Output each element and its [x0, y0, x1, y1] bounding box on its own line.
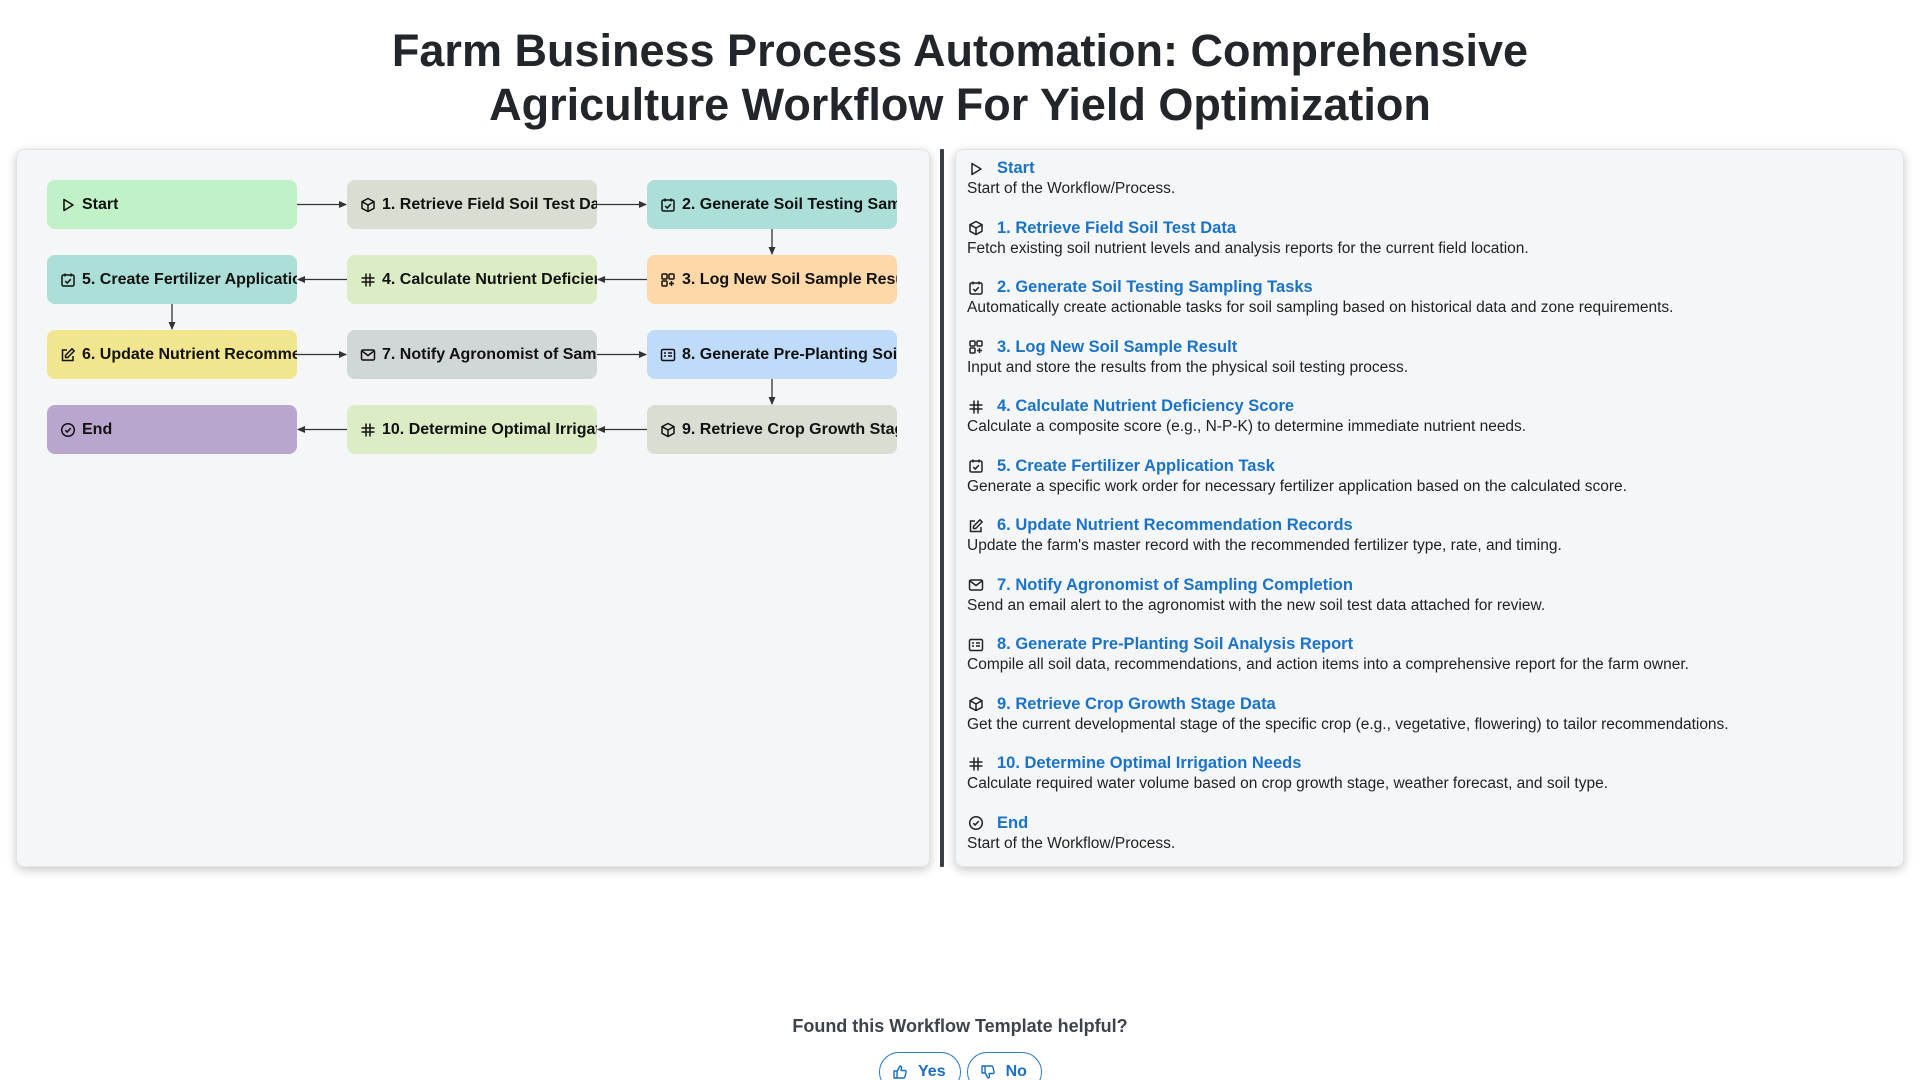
detail-item-7: 7. Notify Agronomist of Sampling Complet…	[967, 575, 1887, 635]
detail-item-end: End Start of the Workflow/Process.	[967, 813, 1887, 873]
detail-item-3: 3. Log New Soil Sample Result Input and …	[967, 337, 1887, 397]
report-icon	[659, 346, 677, 364]
hash-icon	[967, 398, 985, 416]
flow-node-3[interactable]: 3. Log New Soil Sample Result	[647, 255, 897, 304]
detail-item-9: 9. Retrieve Crop Growth Stage Data Get t…	[967, 694, 1887, 754]
detail-title-link[interactable]: 4. Calculate Nutrient Deficiency Score	[997, 397, 1295, 415]
detail-description: Get the current developmental stage of t…	[967, 715, 1729, 733]
detail-description: Fetch existing soil nutrient levels and …	[967, 239, 1529, 257]
detail-description: Compile all soil data, recommendations, …	[967, 656, 1689, 673]
flow-node-label: 9. Retrieve Crop Growth Stage Data	[682, 420, 897, 438]
cube-icon	[659, 421, 677, 439]
flow-node-label: 1. Retrieve Field Soil Test Data	[382, 195, 597, 213]
detail-description: Generate a specific work order for neces…	[967, 477, 1627, 495]
flow-node-label: 4. Calculate Nutrient Deficiency Score	[382, 270, 597, 288]
detail-item-10: 10. Determine Optimal Irrigation Needs C…	[967, 753, 1887, 813]
detail-item-2: 2. Generate Soil Testing Sampling Tasks …	[967, 277, 1887, 337]
feedback-buttons: Yes No	[879, 1052, 1042, 1080]
flow-node-label: 5. Create Fertilizer Application Task	[82, 270, 297, 288]
hash-icon	[359, 271, 377, 289]
detail-title-link[interactable]: 7. Notify Agronomist of Sampling Complet…	[997, 575, 1353, 594]
flow-node-label: 2. Generate Soil Testing Sampling Tasks	[682, 195, 897, 213]
task-check-icon	[659, 196, 677, 214]
hash-icon	[967, 755, 985, 773]
flow-node-2[interactable]: 2. Generate Soil Testing Sampling Tasks	[647, 180, 897, 229]
flow-node-label: 7. Notify Agronomist of Sampling Complet…	[382, 345, 597, 363]
mail-icon	[967, 576, 985, 594]
flow-node-label: 8. Generate Pre-Planting Soil Analysis R…	[682, 345, 897, 363]
flow-node-8[interactable]: 8. Generate Pre-Planting Soil Analysis R…	[647, 330, 897, 379]
detail-description: Calculate a composite score (e.g., N-P-K…	[967, 418, 1527, 435]
thumbs-up-icon	[892, 1063, 910, 1080]
flow-node-label: End	[82, 420, 113, 438]
page-title-line-2: Agriculture Workflow For Yield Optimizat…	[489, 79, 1431, 130]
detail-title-link[interactable]: 6. Update Nutrient Recommendation Record…	[997, 516, 1353, 534]
task-check-icon	[967, 457, 985, 475]
detail-description: Start of the Workflow/Process.	[967, 834, 1176, 852]
grid-plus-icon	[967, 338, 985, 356]
report-icon	[967, 636, 985, 654]
flow-node-6[interactable]: 6. Update Nutrient Recommendation Record…	[47, 330, 297, 379]
grid-plus-icon	[659, 271, 677, 289]
detail-description: Automatically create actionable tasks fo…	[967, 299, 1674, 316]
flow-node-7[interactable]: 7. Notify Agronomist of Sampling Complet…	[347, 330, 597, 379]
cube-icon	[967, 219, 985, 237]
detail-title-link[interactable]: 10. Determine Optimal Irrigation Needs	[997, 754, 1302, 772]
workflow-details-panel	[955, 149, 1904, 867]
feedback-no-button[interactable]: No	[966, 1052, 1042, 1080]
flow-node-label: Start	[82, 195, 119, 213]
flow-node-label: 6. Update Nutrient Recommendation Record…	[82, 345, 297, 363]
flow-node-label: 3. Log New Soil Sample Result	[682, 270, 897, 288]
flow-node-label: 10. Determine Optimal Irrigation Needs	[382, 420, 597, 438]
feedback-yes-label: Yes	[918, 1063, 946, 1080]
flow-node-start[interactable]: Start	[47, 180, 297, 229]
feedback-section: Found this Workflow Template helpful?	[0, 1016, 1920, 1037]
edit-icon	[967, 517, 985, 535]
panel-divider[interactable]	[940, 149, 944, 867]
flow-node-10[interactable]: 10. Determine Optimal Irrigation Needs	[347, 405, 597, 454]
detail-description: Input and store the results from the phy…	[967, 358, 1409, 376]
detail-description: Start of the Workflow/Process.	[967, 180, 1176, 197]
detail-title-link[interactable]: End	[997, 813, 1029, 832]
play-icon	[59, 196, 77, 214]
detail-item-start: Start Start of the Workflow/Process.	[967, 158, 1887, 218]
check-circle-icon	[59, 421, 77, 439]
detail-title-link[interactable]: 5. Create Fertilizer Application Task	[997, 456, 1275, 475]
detail-item-4: 4. Calculate Nutrient Deficiency Score C…	[967, 396, 1887, 456]
feedback-yes-button[interactable]: Yes	[879, 1052, 961, 1080]
flow-node-end[interactable]: End	[47, 405, 297, 454]
thumbs-down-icon	[980, 1063, 998, 1080]
flow-node-5[interactable]: 5. Create Fertilizer Application Task	[47, 255, 297, 304]
feedback-no-label: No	[1005, 1063, 1027, 1080]
task-check-icon	[59, 271, 77, 289]
feedback-question: Found this Workflow Template helpful?	[792, 1016, 1128, 1036]
detail-item-5: 5. Create Fertilizer Application Task Ge…	[967, 456, 1887, 516]
detail-title-link[interactable]: Start	[997, 159, 1035, 177]
detail-description: Send an email alert to the agronomist wi…	[967, 596, 1546, 614]
detail-item-8: 8. Generate Pre-Planting Soil Analysis R…	[967, 634, 1887, 694]
detail-title-link[interactable]: 2. Generate Soil Testing Sampling Tasks	[997, 278, 1313, 296]
detail-title-link[interactable]: 3. Log New Soil Sample Result	[997, 337, 1238, 356]
detail-description: Calculate required water volume based on…	[967, 775, 1609, 792]
hash-icon	[359, 421, 377, 439]
detail-description: Update the farm's master record with the…	[967, 537, 1562, 554]
check-circle-icon	[967, 814, 985, 832]
detail-title-link[interactable]: 8. Generate Pre-Planting Soil Analysis R…	[997, 635, 1354, 653]
detail-item-6: 6. Update Nutrient Recommendation Record…	[967, 515, 1887, 575]
detail-title-link[interactable]: 9. Retrieve Crop Growth Stage Data	[997, 694, 1276, 713]
task-check-icon	[967, 279, 985, 297]
mail-icon	[359, 346, 377, 364]
page-title: Farm Business Process Automation: Compre…	[0, 24, 1920, 132]
page-title-line-1: Farm Business Process Automation: Compre…	[391, 25, 1529, 76]
play-icon	[967, 160, 985, 178]
flow-node-9[interactable]: 9. Retrieve Crop Growth Stage Data	[647, 405, 897, 454]
flow-node-4[interactable]: 4. Calculate Nutrient Deficiency Score	[347, 255, 597, 304]
detail-item-1: 1. Retrieve Field Soil Test Data Fetch e…	[967, 218, 1887, 278]
edit-icon	[59, 346, 77, 364]
flow-node-1[interactable]: 1. Retrieve Field Soil Test Data	[347, 180, 597, 229]
detail-title-link[interactable]: 1. Retrieve Field Soil Test Data	[997, 218, 1237, 237]
step-details-list: Start Start of the Workflow/Process. 1. …	[967, 158, 1887, 872]
cube-icon	[967, 695, 985, 713]
cube-icon	[359, 196, 377, 214]
